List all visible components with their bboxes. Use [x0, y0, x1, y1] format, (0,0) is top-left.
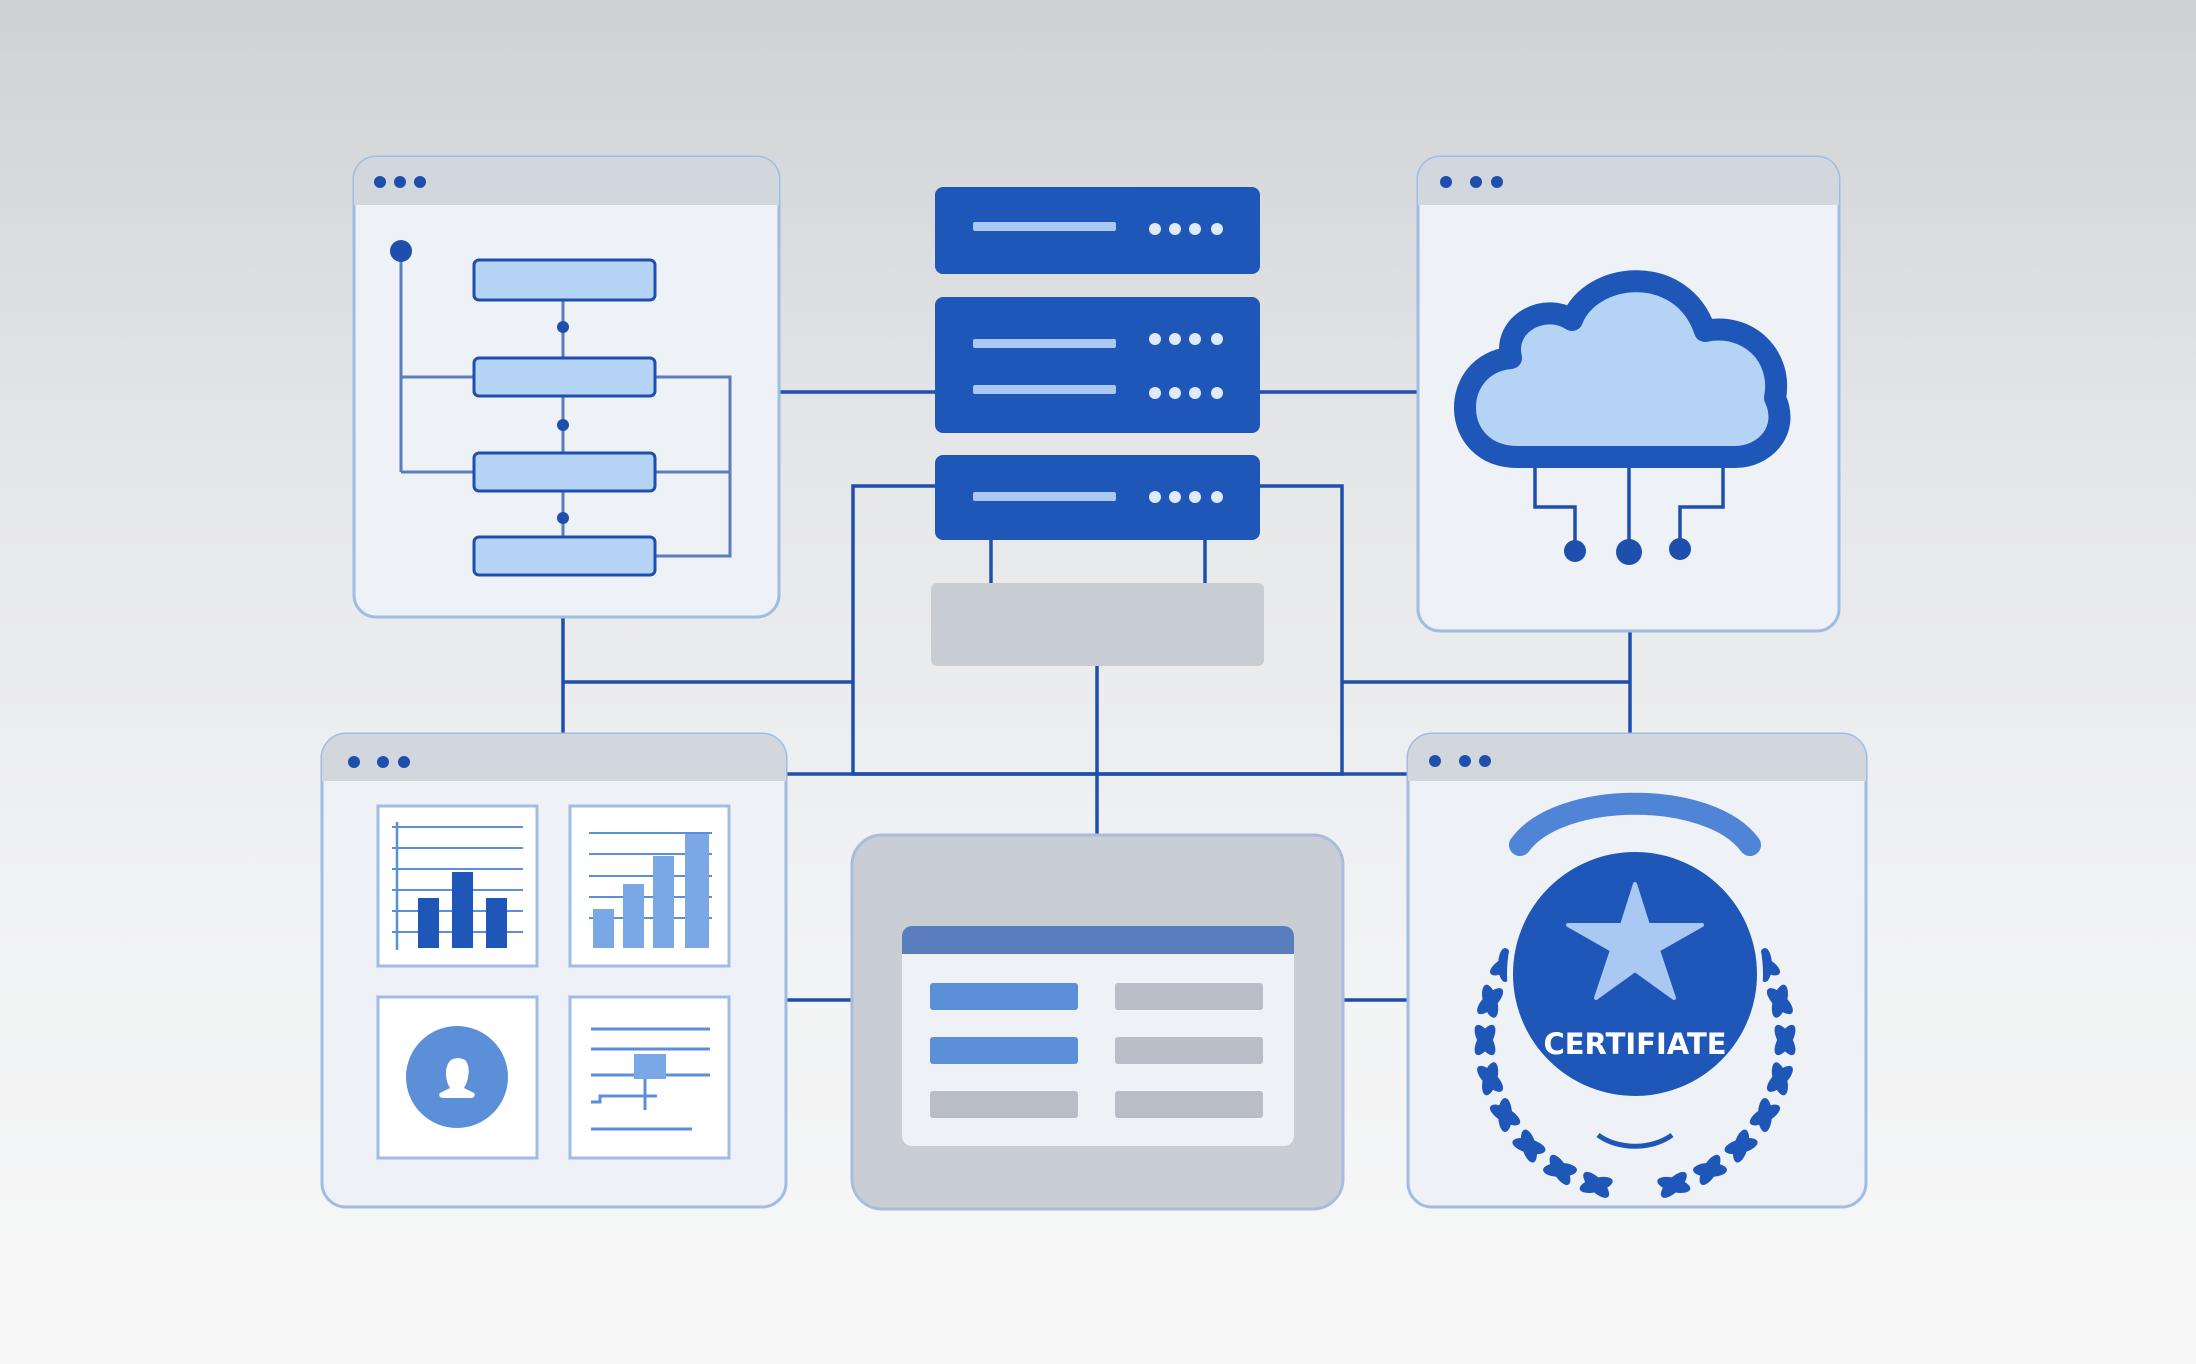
cloud-window — [1416, 155, 1841, 633]
table-header — [902, 926, 1294, 954]
window-dots-icon — [1440, 176, 1503, 188]
window-titlebar — [1418, 157, 1839, 205]
cloud-network-icon — [1454, 270, 1791, 565]
certificate-badge-icon: CERTIFIATE — [1474, 792, 1796, 1198]
certificate-label: CERTIFIATE — [1543, 1027, 1726, 1061]
analytics-dashboard-icon — [376, 804, 731, 1160]
slider-handle — [634, 1054, 666, 1079]
window-titlebar — [322, 734, 786, 781]
table-row — [930, 1037, 1263, 1064]
window-dots-icon — [1429, 755, 1491, 767]
server-unit-2 — [935, 297, 1260, 433]
connector-lines — [561, 390, 1632, 1002]
user-profile-tile — [376, 995, 539, 1160]
server-rack-icon — [935, 187, 1260, 540]
window-dots-icon — [374, 176, 426, 188]
table-panel — [850, 833, 1345, 1211]
star-icon — [1566, 882, 1704, 1000]
data-table-icon — [902, 926, 1294, 1146]
growth-chart-tile — [568, 804, 731, 968]
server-stack — [931, 187, 1264, 666]
settings-sliders-tile — [568, 995, 731, 1160]
table-row — [930, 983, 1263, 1010]
window-dots-icon — [348, 756, 410, 768]
table-row — [930, 1091, 1263, 1118]
laurel-right-icon — [1657, 948, 1796, 1198]
badge-medallion — [1507, 846, 1763, 1102]
window-titlebar — [1408, 734, 1866, 781]
certificate-window: CERTIFIATE — [1406, 732, 1868, 1209]
window-titlebar — [354, 157, 779, 205]
bar-chart-tile — [376, 804, 539, 968]
flowchart-window — [352, 155, 781, 619]
dashboard-window — [320, 732, 788, 1209]
flowchart-icon — [390, 240, 732, 577]
server-base-bar — [931, 583, 1264, 666]
laurel-left-icon — [1474, 948, 1613, 1198]
